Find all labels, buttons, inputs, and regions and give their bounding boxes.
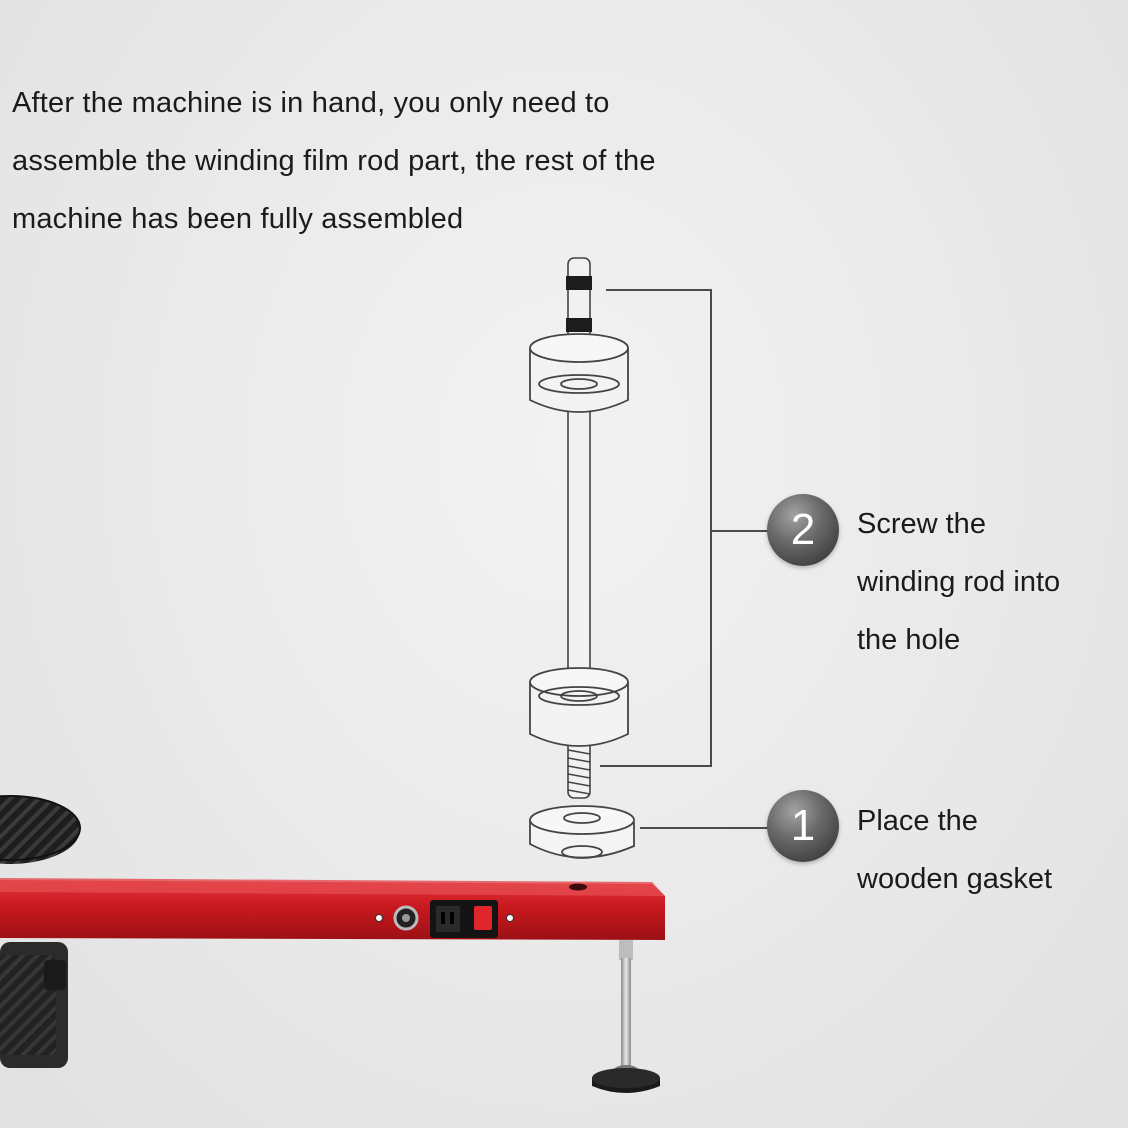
step-2-line: Screw the — [857, 508, 986, 540]
wooden-gasket — [529, 805, 635, 859]
intro-line: machine has been fully assembled — [12, 203, 464, 235]
turntable-disk — [0, 795, 81, 864]
step-1-text: Place the wooden gasket — [857, 792, 1052, 908]
control-panel — [375, 900, 514, 938]
machine-base-bar — [0, 878, 665, 940]
step-1-badge: 1 — [767, 790, 839, 862]
upper-spool — [529, 333, 629, 413]
step-2-badge: 2 — [767, 494, 839, 566]
intro-line: assemble the winding film rod part, the … — [12, 145, 656, 177]
step-1-line: Place the — [857, 805, 978, 837]
machine-leg — [592, 940, 660, 1093]
step-2-text: Screw the winding rod into the hole — [857, 495, 1060, 669]
step-1-line: wooden gasket — [857, 863, 1053, 895]
step-2-line: the hole — [857, 624, 961, 656]
callout-lines — [600, 289, 770, 829]
intro-line: After the machine is in hand, you only n… — [12, 87, 610, 119]
motor-housing — [0, 942, 68, 1068]
step-2-line: winding rod into — [857, 566, 1061, 598]
intro-text: After the machine is in hand, you only n… — [12, 74, 852, 248]
lower-spool — [529, 667, 629, 747]
